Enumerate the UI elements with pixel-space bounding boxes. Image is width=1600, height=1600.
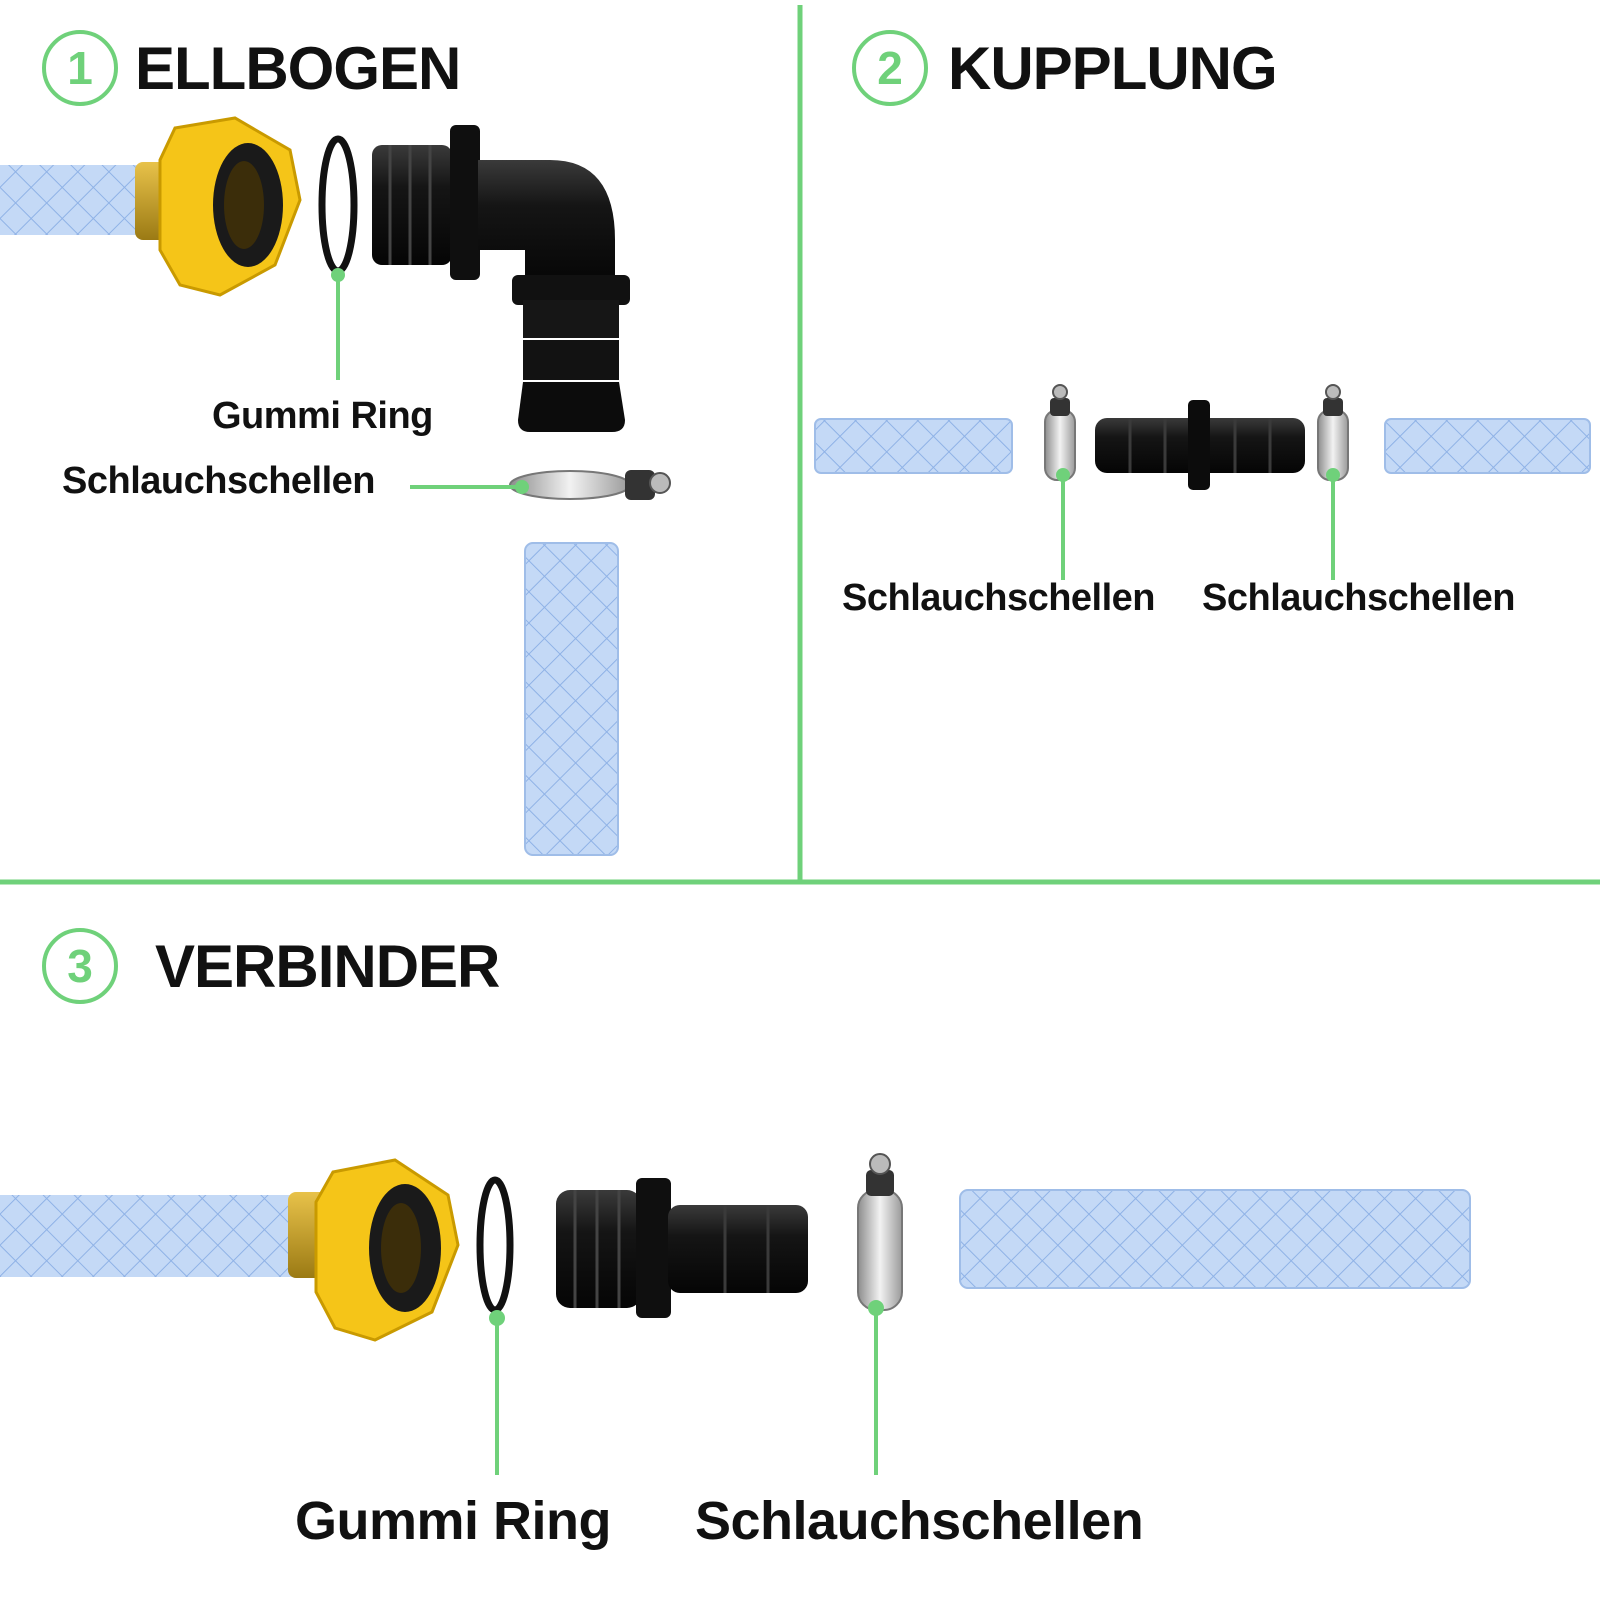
garden-hose-icon — [524, 542, 619, 856]
section-title: VERBINDER — [155, 933, 500, 1000]
rubber-ring-icon — [318, 135, 358, 275]
straight-barb-connector-icon — [556, 1178, 808, 1318]
leader-dot — [489, 1310, 505, 1326]
garden-hose-icon — [959, 1189, 1471, 1289]
label-gummi-ring: Gummi Ring — [295, 1491, 612, 1551]
hose-clamp-icon — [1317, 384, 1349, 481]
section-title: ELLBOGEN — [135, 35, 461, 102]
hose-clamp-icon — [857, 1153, 903, 1311]
label-schlauchschellen-left: Schlauchschellen — [842, 577, 1156, 619]
hose-clamp-icon — [509, 470, 671, 500]
section-number-badge: 1 — [42, 30, 118, 106]
elbow-fitting-icon — [372, 125, 630, 432]
section-verbinder-graphic — [0, 1153, 1471, 1475]
garden-hose-icon — [1384, 418, 1591, 474]
section-kupplung-graphic — [814, 384, 1591, 580]
leader-dot — [1326, 468, 1340, 482]
section-ellbogen-graphic — [0, 116, 671, 856]
leader-dot — [1056, 468, 1070, 482]
section-number-badge: 2 — [852, 30, 928, 106]
label-schlauchschellen: Schlauchschellen — [695, 1491, 1144, 1551]
double-barb-coupling-icon — [1095, 400, 1305, 490]
leader-dot — [868, 1300, 884, 1316]
leader-dot — [331, 268, 345, 282]
section-title: KUPPLUNG — [948, 35, 1278, 102]
threaded-nut-icon — [158, 116, 302, 297]
leader-dot — [515, 480, 529, 494]
garden-hose-icon — [814, 418, 1013, 474]
garden-hose-icon — [0, 1195, 320, 1277]
label-schlauchschellen: Schlauchschellen — [62, 460, 376, 502]
rubber-ring-icon — [476, 1176, 514, 1314]
threaded-nut-icon — [314, 1158, 460, 1342]
label-schlauchschellen-right: Schlauchschellen — [1202, 577, 1516, 619]
section-number-badge: 3 — [42, 928, 118, 1004]
hose-clamp-icon — [1044, 384, 1076, 481]
label-gummi-ring: Gummi Ring — [212, 395, 433, 437]
